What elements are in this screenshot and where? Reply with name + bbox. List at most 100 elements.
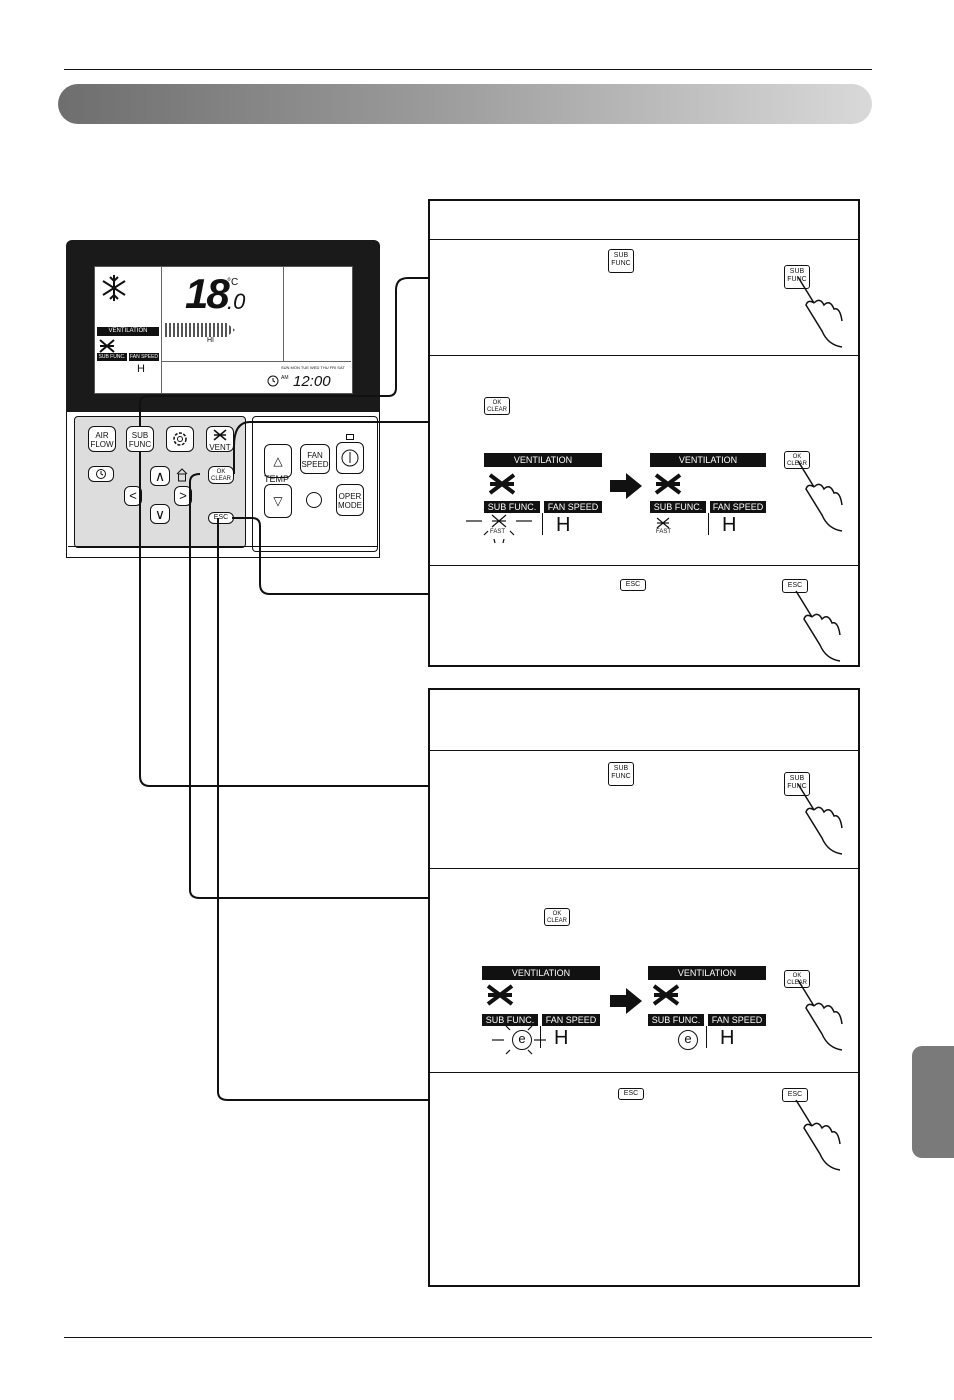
remote-controller: 18 .0 °C HI VENTILATION SUB FUNC. FAN SP…: [66, 240, 380, 558]
temp-up-button[interactable]: △: [264, 444, 292, 478]
step1-sub-func-icon: SUB FUNC: [608, 249, 634, 273]
fan-label-2: SPEED: [301, 460, 329, 469]
panel2-divider-3: [430, 1072, 858, 1073]
top-rule: [64, 69, 872, 70]
lcd-unit: °C: [227, 277, 239, 288]
p2-step2-eco-label-b: e: [684, 1031, 692, 1046]
step2-ok-clear-icon: OK CLEAR: [484, 397, 510, 415]
step2-hand-icon: [797, 460, 843, 532]
p2-step2-hand-icon: [797, 979, 843, 1051]
panel2-divider-2: [430, 868, 858, 869]
step2-hand-button: OK CLEAR: [784, 451, 810, 469]
lcd-screen: 18 .0 °C HI VENTILATION SUB FUNC. FAN SP…: [94, 266, 353, 394]
panel1-divider-3: [430, 565, 858, 566]
step2-fan-speed-label-b: FAN SPEED: [710, 501, 766, 513]
p2-step2-ventilation-label-b: VENTILATION: [648, 966, 766, 980]
step2-fan-value-b: H: [722, 514, 737, 536]
sub-func-label-2: FUNC: [128, 440, 152, 449]
p2-step2-fan-value-a: H: [554, 1027, 569, 1049]
step2-icon-line2: CLEAR: [486, 407, 507, 413]
vent-button[interactable]: VENT: [206, 426, 234, 452]
fan-speed-button[interactable]: FAN SPEED: [300, 444, 330, 474]
step2-icon-line1: OK: [492, 400, 502, 406]
power-icon: [341, 449, 359, 467]
p2-step2-fan-value-b: H: [720, 1027, 735, 1049]
connector-ok-clear-1: [233, 421, 430, 474]
lcd-fan-bar: [165, 323, 235, 337]
ok-clear-button[interactable]: OK CLEAR: [208, 466, 234, 484]
step2-blink-vent-icon: [466, 508, 532, 544]
p2-step3-esc-icon: ESC: [618, 1088, 644, 1100]
indicator-circle[interactable]: [306, 492, 322, 508]
up-button[interactable]: ∧: [150, 466, 170, 486]
step2-fan-value-a: H: [556, 514, 571, 536]
settings-button[interactable]: [166, 426, 194, 452]
procedure-panel-2: SUB FUNC SUB FUNC OK CLEAR VENTILATION S…: [428, 688, 860, 1287]
step2-divider-a: [542, 513, 543, 535]
air-flow-label-2: FLOW: [90, 440, 114, 449]
remote-bottom-edge: [68, 546, 378, 547]
lcd-days: SUN MON TUE WED THU FRI SAT: [281, 365, 345, 370]
step2-ventilation-label-b: VENTILATION: [650, 453, 766, 467]
air-flow-button[interactable]: AIR FLOW: [88, 426, 116, 452]
p2-step2-blink-lines: [492, 1025, 546, 1055]
connector-sub-func-1: [139, 277, 430, 426]
oper-label-1: OPER: [338, 492, 362, 501]
p2-step2-fan-speed-label-a: FAN SPEED: [542, 1014, 600, 1026]
gear-icon: [173, 432, 187, 446]
step2-fast-label-a: FAST: [490, 529, 506, 535]
cooling-snowflake-icon: [102, 275, 126, 301]
step2-small-vent-icon-b: [656, 517, 670, 529]
power-button[interactable]: [336, 442, 364, 474]
step2-hand-line2: CLEAR: [786, 461, 807, 467]
left-button[interactable]: <: [124, 486, 142, 506]
p2-step1-icon-line2: FUNC: [611, 773, 631, 780]
lcd-temperature: 18: [185, 270, 230, 317]
temp-label: TEMP: [264, 474, 290, 484]
ok-label: OK: [216, 469, 226, 475]
p2-step2-sub-func-label-b: SUB FUNC.: [648, 1014, 704, 1026]
p2-step1-icon-line1: SUB: [613, 765, 629, 772]
connector-ok-clear-2: [189, 473, 430, 899]
oper-mode-button[interactable]: OPER MODE: [336, 484, 364, 516]
p2-step2-sub-func-label-a: SUB FUNC.: [482, 1014, 538, 1026]
p2-step1-hand-button: SUB FUNC: [784, 772, 810, 796]
lcd-fan-speed-label: FAN SPEED: [129, 353, 159, 361]
step2-divider-b: [708, 513, 709, 535]
lcd-divider-2: [283, 267, 284, 361]
step2-sub-func-label-b: SUB FUNC.: [650, 501, 706, 513]
clock-icon: [96, 469, 106, 479]
lcd-divider-1: [161, 267, 162, 393]
panel2-divider-1: [430, 750, 858, 751]
p2-step2-ventilation-label-a: VENTILATION: [482, 966, 600, 980]
lcd-am: AM: [281, 375, 289, 381]
p2-step2-vent-icon-b: [652, 984, 680, 1006]
home-icon: [176, 468, 188, 482]
step1-hand-line2: FUNC: [787, 276, 807, 283]
step1-hand-line1: SUB: [789, 268, 805, 275]
p2-step1-hand-line1: SUB: [789, 775, 805, 782]
right-button[interactable]: >: [174, 486, 192, 506]
lcd-divider-3: [161, 361, 351, 362]
fan-label-1: FAN: [307, 451, 323, 460]
lcd-fan-level: HI: [207, 337, 214, 344]
lcd-clock-icon: [267, 375, 279, 387]
step3-esc-icon: ESC: [620, 579, 646, 591]
step2-vent-icon-a: [488, 473, 516, 495]
side-tab: [912, 1046, 954, 1158]
step1-icon-line2: FUNC: [611, 260, 631, 267]
timer-button[interactable]: [88, 466, 114, 482]
p2-step2-icon-line2: CLEAR: [546, 918, 567, 924]
clear-label: CLEAR: [210, 476, 231, 482]
connector-sub-func-2: [139, 452, 430, 787]
sub-func-button[interactable]: SUB FUNC: [126, 426, 154, 452]
p2-step2-vent-icon-a: [486, 984, 514, 1006]
down-button[interactable]: ∨: [150, 504, 170, 524]
air-flow-label-1: AIR: [95, 431, 109, 440]
lcd-fan-value: H: [137, 363, 145, 375]
p2-step2-ok-clear-icon: OK CLEAR: [544, 908, 570, 926]
temp-down-button[interactable]: ▽: [264, 484, 292, 518]
step3-hand-button: ESC: [782, 579, 808, 593]
connector-esc-2: [217, 518, 430, 1101]
step2-fast-label-b: FAST: [656, 529, 672, 535]
